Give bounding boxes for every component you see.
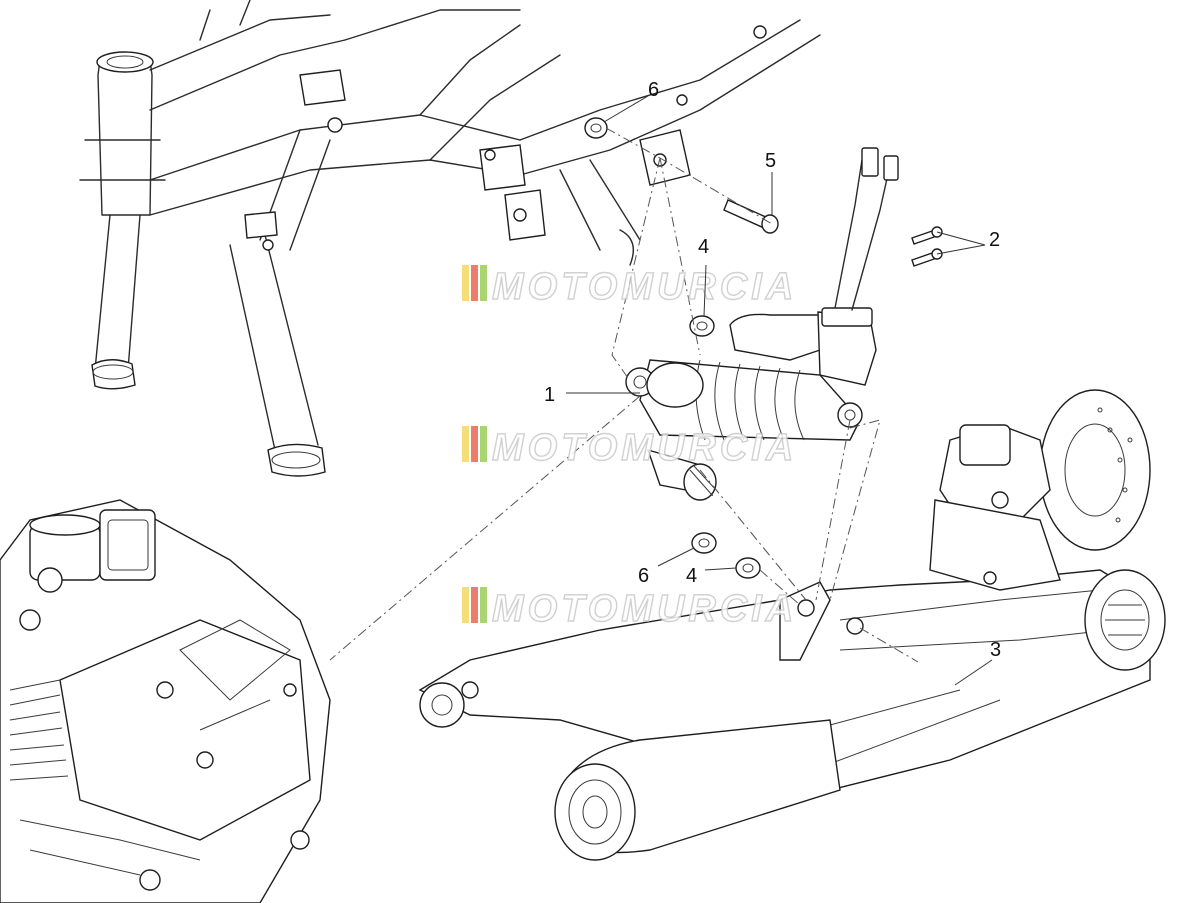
swingarm-assembly <box>418 389 1166 861</box>
watermark-logo: MOTOMURCIA <box>462 587 797 631</box>
engine-assembly <box>0 499 331 903</box>
watermark-text: MOTOMURCIA <box>492 588 797 630</box>
watermark-stripe <box>480 426 487 462</box>
motorcycle-frame <box>79 0 821 477</box>
callout-leader <box>704 567 737 571</box>
callout-4-bottom: 4 <box>686 565 697 587</box>
watermark-text: MOTOMURCIA <box>492 427 797 469</box>
watermark-stripe <box>480 265 487 301</box>
callout-3: 3 <box>990 639 1001 661</box>
callout-leader <box>703 264 707 317</box>
watermark-text: MOTOMURCIA <box>492 266 797 308</box>
callout-5: 5 <box>765 150 776 172</box>
watermark-stripe <box>471 265 478 301</box>
callout-leader <box>603 95 649 123</box>
watermark-logo: MOTOMURCIA <box>462 426 797 470</box>
callout-leader <box>954 659 993 686</box>
callout-leader <box>936 244 986 255</box>
callout-leader <box>657 547 695 567</box>
watermark-stripe <box>462 265 469 301</box>
callout-6-top: 6 <box>648 79 659 101</box>
callout-labels: 1 2 3 4 4 5 6 6 <box>544 79 1001 686</box>
watermark-stripe <box>480 587 487 623</box>
watermark-logo: MOTOMURCIA <box>462 265 797 309</box>
watermark-stripe <box>471 426 478 462</box>
watermark-stripe <box>462 426 469 462</box>
rear-shock-absorber <box>625 147 899 501</box>
callout-1: 1 <box>544 384 555 406</box>
watermark-stripe <box>471 587 478 623</box>
assembly-guide-lines <box>329 127 919 663</box>
watermark-group: MOTOMURCIA MOTOMURCIA MOTOMURCIA <box>462 265 797 631</box>
callout-6-bottom: 6 <box>638 565 649 587</box>
callout-2: 2 <box>989 229 1000 251</box>
callout-leader <box>936 231 986 246</box>
watermark-stripe <box>462 587 469 623</box>
callout-4-top: 4 <box>698 236 709 258</box>
